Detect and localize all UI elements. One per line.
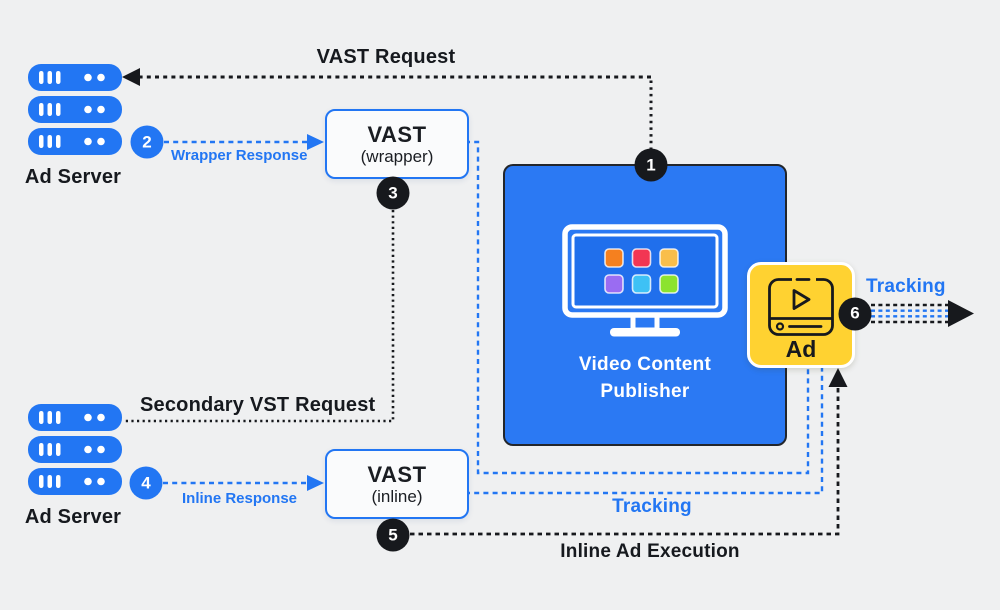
vast-wrapper-box: VAST (wrapper) (325, 109, 469, 179)
vast-wrapper-title: VAST (367, 121, 427, 147)
vast-inline-subtitle: (inline) (371, 486, 423, 506)
step-1-badge: 1 (634, 148, 668, 182)
server-stack-icon (28, 64, 122, 155)
big-right-arrowhead-icon (948, 300, 974, 327)
publisher-label-line2: Publisher (600, 381, 690, 402)
ad-server-top (28, 64, 122, 155)
inline-execution-label: Inline Ad Execution (560, 541, 740, 562)
vast-wrapper-subtitle: (wrapper) (360, 146, 434, 166)
inline-execution-line (410, 387, 840, 536)
inline-response-label: Inline Response (182, 490, 298, 507)
server-stack-icon (28, 404, 122, 495)
step-3-badge: 3 (376, 176, 410, 210)
publisher-label-line1: Video Content (578, 354, 712, 375)
publisher-label: Video Content Publisher (579, 351, 711, 405)
right-arrowhead-icon (307, 475, 324, 491)
vast-request-label: VAST Request (316, 46, 456, 68)
step-5-badge: 5 (376, 518, 410, 552)
vast-inline-title: VAST (367, 461, 427, 487)
inline-to-ad-line (465, 364, 824, 495)
video-player-icon (768, 278, 834, 336)
ad-label: Ad (785, 336, 817, 362)
up-arrowhead-icon (828, 368, 848, 387)
step-4-badge: 4 (129, 466, 163, 500)
tracking-out-label: Tracking (866, 276, 946, 297)
step-2-badge: 2 (130, 125, 164, 159)
monitor-apps-icon (562, 224, 728, 337)
ad-box: Ad (747, 262, 855, 368)
step-6-badge: 6 (838, 297, 872, 330)
secondary-request-label: Secondary VST Request (140, 394, 376, 416)
wrapper-to-ad-line (465, 140, 810, 475)
tracking-bottom-label: Tracking (612, 496, 692, 517)
right-arrowhead-icon (307, 134, 324, 150)
wrapper-response-label: Wrapper Response (171, 147, 308, 164)
publisher-box: Video Content Publisher (503, 164, 787, 446)
left-arrowhead-icon (122, 68, 140, 86)
ad-server-top-label: Ad Server (24, 166, 122, 188)
secondary-request-line (123, 210, 395, 423)
ad-server-bottom (28, 404, 122, 495)
ad-server-bottom-label: Ad Server (24, 506, 122, 528)
vast-inline-box: VAST (inline) (325, 449, 469, 519)
